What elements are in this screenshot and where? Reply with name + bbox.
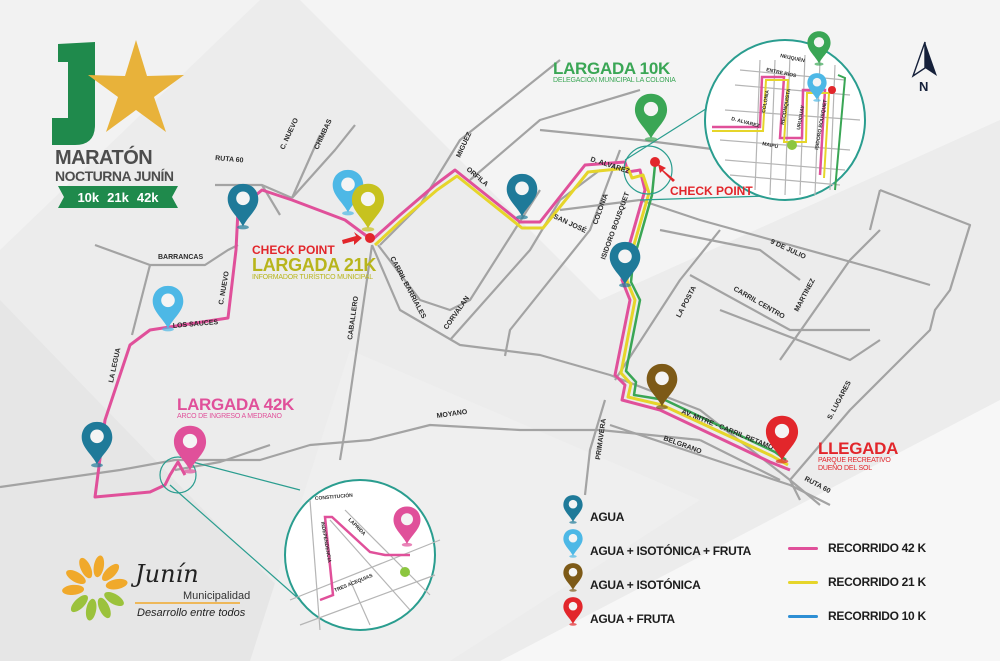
legend-route-10k-label: RECORRIDO 10 K — [828, 609, 926, 623]
inset-street-constitucion: CONSTITUCIÓN — [314, 491, 353, 502]
legend-route-42k-label: RECORRIDO 42 K — [828, 541, 926, 555]
map-pins — [81, 93, 799, 474]
street-ruta60-west: RUTA 60 — [215, 155, 244, 164]
legend-route-10k: RECORRIDO 10 K — [788, 609, 926, 623]
start-42k-label: LARGADA 42K ARCO DE INGRESO A MEDRANO — [177, 396, 294, 421]
fruit-pin-icon — [563, 597, 583, 626]
start-42k-subtitle: ARCO DE INGRESO A MEDRANO — [177, 413, 282, 420]
route-10k-swatch — [788, 614, 818, 618]
event-title-line2: NOCTURNA JUNÍN — [55, 168, 174, 184]
start-10k-label: LARGADA 10K DELEGACIÓN MUNICIPAL LA COLO… — [553, 60, 676, 85]
start-21k-subtitle: INFORMADOR TURÍSTICO MUNICIPAL — [252, 274, 373, 281]
municipality-name: Junín — [135, 560, 199, 588]
street-los-sauces: LOS SAUCES — [173, 319, 219, 330]
checkpoint-10k-label: CHECK POINT — [670, 184, 753, 198]
legend-route-21k: RECORRIDO 21 K — [788, 575, 926, 589]
checkpoint-10k-marker — [650, 157, 660, 167]
start-21k-label: CHECK POINT LARGADA 21K INFORMADOR TURÍS… — [252, 243, 376, 282]
checkpoint-arrow-21k — [342, 232, 362, 245]
route-42k-swatch — [788, 546, 818, 550]
finish-title: LLEGADA — [818, 439, 899, 458]
distance-21k: 21k — [107, 189, 129, 205]
north-label: N — [919, 79, 929, 94]
start-42k-title: LARGADA 42K — [177, 395, 294, 414]
legend-item-isotonic-fruit: AGUA + ISOTÓNICA + FRUTA — [562, 528, 751, 558]
distance-42k: 42k — [136, 189, 159, 205]
municipality-tagline: Desarrollo entre todos — [137, 607, 246, 619]
inset-42k-map: CONSTITUCIÓN INDEPENDENCIA LAPRIDA TRES … — [284, 479, 441, 631]
legend-item-water: AGUA — [562, 494, 624, 524]
park-icon-42k — [400, 567, 410, 577]
distances-banner: 10k 21k 42k — [58, 186, 178, 208]
water-pin-icon — [563, 495, 583, 524]
street-barrancas: BARRANCAS — [158, 254, 203, 261]
inset-street-maipu: MAIPÚ — [762, 140, 780, 150]
finish-label: LLEGADA PARQUE RECREATIVO DUEÑO DEL SOL — [818, 440, 898, 473]
legend-route-21k-label: RECORRIDO 21 K — [828, 575, 926, 589]
checkpoint-21k-label: CHECK POINT — [252, 243, 335, 257]
checkpoint-21k-marker — [365, 233, 375, 243]
municipality-subtitle: Municipalidad — [183, 590, 251, 602]
start-10k-title: LARGADA 10K — [553, 59, 670, 78]
isotonic-fruit-pin-icon — [563, 529, 583, 558]
street-moyano: MOYANO — [436, 409, 468, 420]
logo-j-letter — [52, 42, 95, 145]
legend-route-42k: RECORRIDO 42 K — [788, 541, 926, 555]
route-10k — [624, 164, 787, 462]
start-10k-subtitle: DELEGACIÓN MUNICIPAL LA COLONIA — [553, 77, 676, 84]
legend-label-isotonic: AGUA + ISOTÓNICA — [590, 578, 701, 592]
legend-label-water: AGUA — [590, 510, 625, 524]
street-network — [0, 59, 972, 506]
route-21k — [373, 166, 789, 467]
finish-subtitle-2: DUEÑO DEL SOL — [818, 465, 872, 472]
route-21k-swatch — [788, 580, 818, 584]
legend-item-fruit: AGUA + FRUTA — [562, 596, 675, 626]
legend-label-fruit: AGUA + FRUTA — [590, 612, 675, 626]
event-title-line1: MARATÓN — [55, 147, 153, 169]
legend-label-isotonic-fruit: AGUA + ISOTÓNICA + FRUTA — [590, 544, 752, 558]
inset-10k-map: NEUQUÉN ENTRE RÍOS COLONIA RECONQUISTA U… — [704, 31, 866, 201]
north-arrow-icon — [911, 41, 937, 78]
logo-star-icon — [88, 40, 184, 132]
event-logo-graphic — [52, 40, 184, 145]
inset-street-uruguay: URUGUAY — [796, 104, 806, 130]
legend-item-isotonic: AGUA + ISOTÓNICA — [562, 562, 701, 592]
isotonic-pin-icon — [563, 563, 583, 592]
inset-street-colonia: COLONIA — [761, 89, 771, 113]
checkpoint-arrow-10k — [658, 164, 675, 182]
municipality-sun-logo — [62, 555, 128, 621]
distance-10k: 10k — [77, 189, 100, 205]
finish-subtitle-1: PARQUE RECREATIVO — [818, 457, 891, 464]
park-icon — [787, 140, 797, 150]
start-21k-title: LARGADA 21K — [252, 255, 377, 275]
